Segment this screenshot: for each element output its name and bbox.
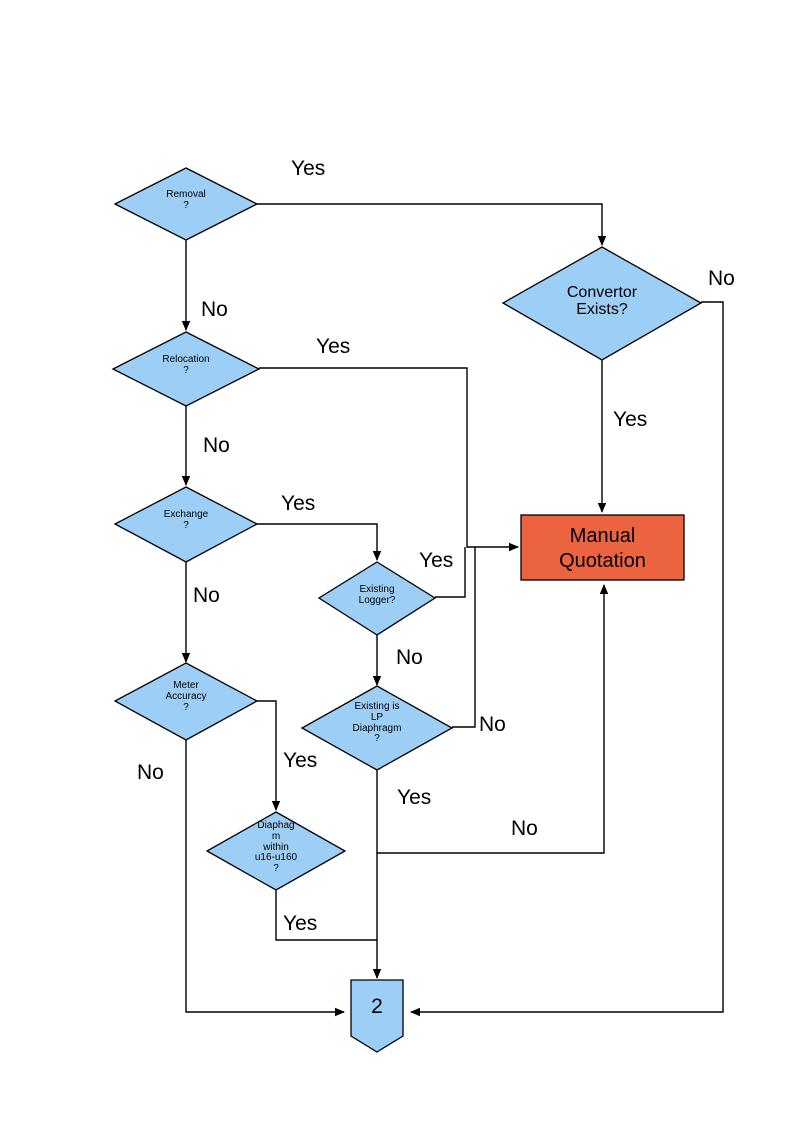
- edge-label-exchange-yes: Yes: [281, 492, 316, 515]
- node-existing-logger[interactable]: [317, 561, 437, 636]
- edge-label-meter-yes: Yes: [283, 749, 318, 772]
- node-diaphagm-range[interactable]: [205, 811, 347, 891]
- node-connector-2[interactable]: [350, 979, 404, 1053]
- edge-lp-yes-bottom: [376, 584, 609, 854]
- edge-meter-no: [185, 740, 345, 1017]
- node-removal[interactable]: [113, 167, 259, 241]
- edge-exchange-yes: [257, 523, 382, 561]
- edge-label-lp-yes: Yes: [397, 786, 432, 809]
- edge-convertor-no: [410, 301, 724, 1017]
- node-meter-accuracy[interactable]: [113, 662, 259, 741]
- edge-label-removal-yes: Yes: [291, 157, 326, 180]
- edge-meter-yes: [257, 700, 281, 811]
- edge-label-logger-yes: Yes: [419, 549, 454, 572]
- node-convertor-exists[interactable]: [501, 246, 703, 361]
- node-manual-quotation[interactable]: [520, 514, 685, 581]
- edge-label-diaphagm-yes: Yes: [283, 912, 318, 935]
- edge-lp-no: [452, 547, 476, 728]
- edge-label-bottom-no: No: [511, 817, 538, 840]
- edge-logger-yes: [435, 547, 466, 598]
- node-relocation[interactable]: [111, 331, 261, 407]
- edge-relocation-yes: [259, 367, 519, 552]
- edge-label-meter-no: No: [137, 761, 164, 784]
- edge-label-exchange-no: No: [193, 584, 220, 607]
- edge-diaphagm-yes: [275, 890, 377, 941]
- edge-label-lp-no: No: [479, 713, 506, 736]
- edge-label-convertor-yes: Yes: [613, 408, 648, 431]
- edge-label-relocation-no: No: [203, 434, 230, 457]
- node-exchange[interactable]: [113, 486, 259, 563]
- edge-label-removal-no: No: [201, 298, 228, 321]
- edge-label-relocation-yes: Yes: [316, 335, 351, 358]
- node-existing-lp-diaphragm[interactable]: [300, 685, 454, 771]
- edge-label-logger-no: No: [396, 646, 423, 669]
- edge-removal-yes: [257, 203, 607, 246]
- edge-label-convertor-no: No: [708, 267, 735, 290]
